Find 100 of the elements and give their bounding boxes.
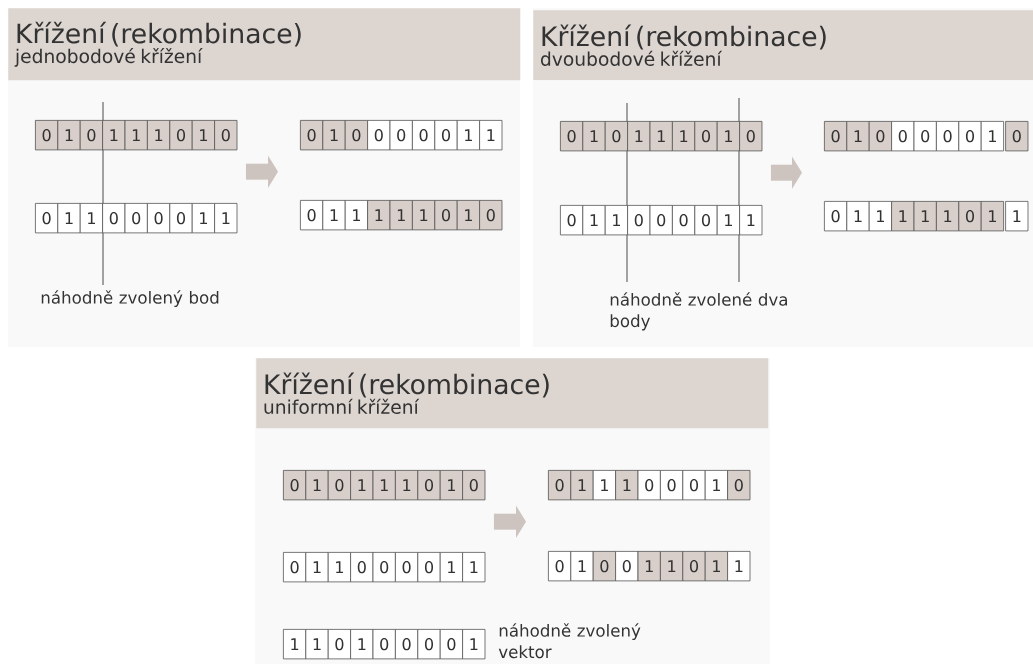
bit-cell: 1	[102, 120, 126, 151]
bit-cell: 0	[627, 205, 651, 236]
bit-cell: 0	[169, 120, 193, 151]
bit-cell: 0	[367, 120, 391, 151]
bit-cell: 1	[439, 552, 463, 583]
bit-cell: 1	[615, 470, 639, 501]
bit-cell: 0	[395, 629, 419, 660]
title-band: Křížení (rekombinace) jednobodové křížení	[8, 8, 521, 81]
bit-cell: 1	[1005, 201, 1029, 232]
bit-cell: 0	[35, 120, 59, 151]
bit-cell: 0	[214, 120, 238, 151]
bit-cell: 1	[214, 203, 238, 234]
bit-cell: 0	[604, 121, 628, 152]
bit-cell: 0	[660, 470, 684, 501]
bit-cell: 0	[462, 470, 486, 501]
bit-cell: 1	[79, 203, 103, 234]
bit-cell: 0	[694, 205, 718, 236]
bit-cell: 1	[672, 121, 696, 152]
bit-cell: 0	[395, 552, 419, 583]
bit-cell: 0	[327, 470, 351, 501]
bit-cell: 1	[124, 120, 148, 151]
bit-cell: 1	[462, 629, 486, 660]
bit-cell: 0	[694, 121, 718, 152]
bit-cell: 1	[456, 200, 480, 231]
bit-cell: 0	[682, 551, 706, 582]
bit-cell: 0	[615, 551, 639, 582]
bit-cell: 1	[305, 552, 329, 583]
bit-cell: 0	[958, 121, 982, 152]
bit-cell: 1	[846, 201, 870, 232]
bit-cell: 0	[283, 470, 307, 501]
bit-cell: 1	[704, 470, 728, 501]
bit-cell: 0	[102, 203, 126, 234]
bit-cell: 0	[300, 200, 324, 231]
bit-cell: 1	[637, 551, 661, 582]
bit-cell: 0	[727, 470, 751, 501]
bit-cell: 1	[891, 201, 915, 232]
bit-cell: 1	[191, 120, 215, 151]
bit-cell: 0	[350, 552, 374, 583]
bit-cell: 1	[283, 629, 307, 660]
bit-cell: 1	[395, 470, 419, 501]
bit-cell: 0	[739, 121, 763, 152]
bit-cell: 1	[350, 629, 374, 660]
bit-cell: 0	[344, 120, 368, 151]
bit-cell: 0	[35, 203, 59, 234]
bit-cell: 1	[147, 120, 171, 151]
note-text: náhodně zvolený bod	[41, 290, 219, 308]
bit-cell: 1	[456, 120, 480, 151]
bit-cell: 1	[582, 205, 606, 236]
bit-cell: 1	[344, 200, 368, 231]
bit-cell: 0	[439, 629, 463, 660]
title-band: Křížení (rekombinace) uniformní křížení	[256, 358, 769, 429]
bit-cell: 0	[300, 120, 324, 151]
bit-cell: 1	[936, 201, 960, 232]
bit-cell: 1	[727, 551, 751, 582]
bit-cell: 1	[57, 203, 81, 234]
bit-cell: 1	[604, 205, 628, 236]
bit-cell: 0	[417, 552, 441, 583]
bit-cell: 1	[592, 470, 616, 501]
bit-cell: 0	[548, 551, 572, 582]
bit-cell: 1	[367, 200, 391, 231]
bit-cell: 0	[824, 121, 848, 152]
bit-cell: 0	[283, 552, 307, 583]
bit-cell: 1	[439, 470, 463, 501]
bit-cell: 1	[305, 629, 329, 660]
bit-cell: 1	[660, 551, 684, 582]
bit-cell: 0	[824, 201, 848, 232]
bit-cell: 0	[169, 203, 193, 234]
bit-cell: 0	[958, 201, 982, 232]
bit-cell: 0	[913, 121, 937, 152]
bit-cell: 1	[350, 470, 374, 501]
bit-cell: 1	[479, 120, 503, 151]
bit-cell: 0	[682, 470, 706, 501]
bit-cell: 0	[147, 203, 171, 234]
bit-cell: 1	[980, 201, 1004, 232]
bit-cell: 0	[868, 121, 892, 152]
bit-cell: 1	[412, 200, 436, 231]
bit-cell: 1	[716, 205, 740, 236]
bit-cell: 0	[372, 552, 396, 583]
bit-cell: 1	[570, 551, 594, 582]
bit-cell: 0	[891, 121, 915, 152]
bit-cell: 0	[479, 200, 503, 231]
bit-cell: 1	[980, 121, 1004, 152]
bit-cell: 1	[191, 203, 215, 234]
bit-cell: 0	[649, 205, 673, 236]
note-text: náhodně zvolený vektor	[498, 623, 641, 659]
bit-cell: 0	[560, 121, 584, 152]
bit-cell: 1	[846, 121, 870, 152]
bit-cell: 1	[649, 121, 673, 152]
bit-cell: 1	[322, 200, 346, 231]
bit-cell: 1	[372, 470, 396, 501]
bit-cell: 0	[417, 470, 441, 501]
bit-cell: 1	[704, 551, 728, 582]
title-band: Křížení (rekombinace) dvoubodové křížení	[533, 10, 1033, 81]
bit-cell: 1	[627, 121, 651, 152]
bit-cell: 1	[462, 552, 486, 583]
bit-cell: 0	[372, 629, 396, 660]
bit-cell: 1	[582, 121, 606, 152]
bit-cell: 0	[412, 120, 436, 151]
bit-cell: 1	[716, 121, 740, 152]
bit-cell: 1	[570, 470, 594, 501]
